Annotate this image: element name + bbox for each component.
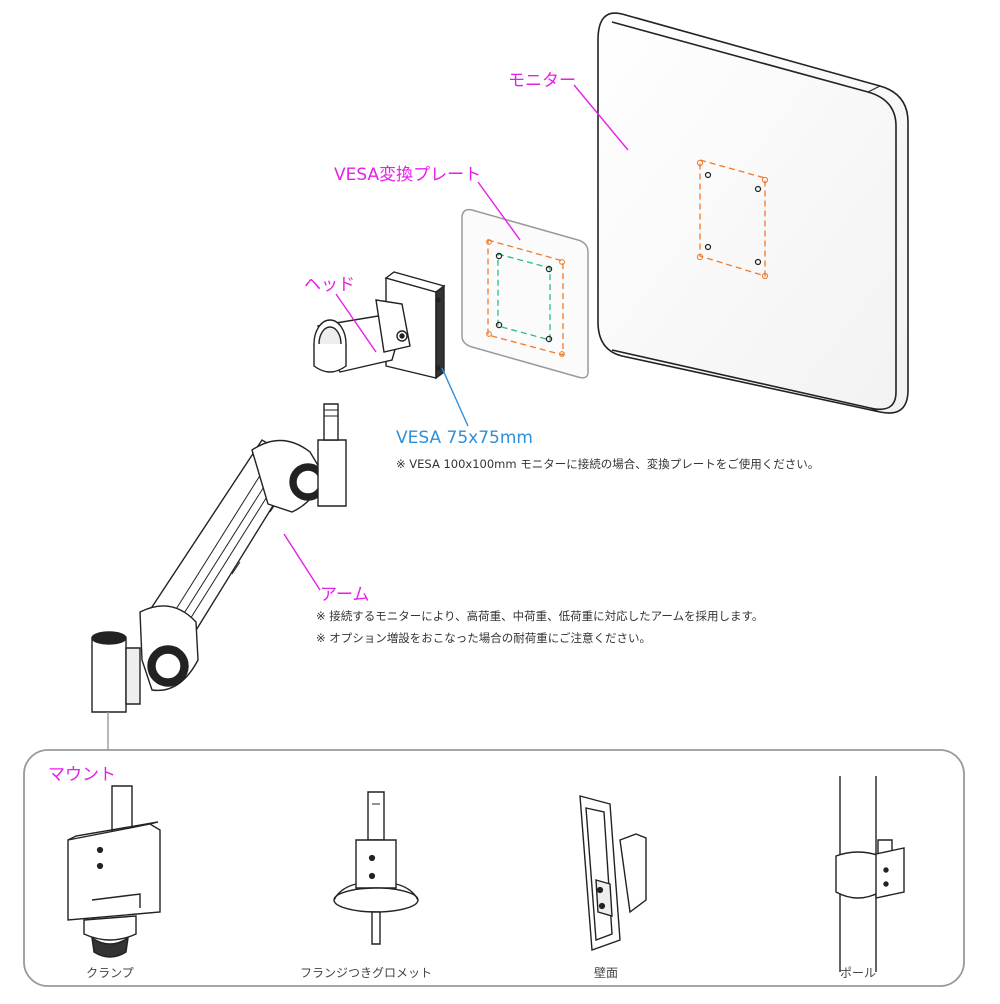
mount-caption-pole: ポール — [839, 966, 876, 980]
mount-caption-grommet: フランジつきグロメット — [299, 966, 432, 980]
monitor-label: モニター — [508, 71, 576, 91]
vesa-size-label: VESA 75x75mm — [396, 428, 533, 448]
leader-lines — [107, 84, 629, 750]
vesa-note: ※ VESA 100x100mm モニターに接続の場合、変換プレートをご使用くだ… — [396, 457, 820, 471]
mount-options-frame — [23, 749, 965, 987]
mount-label: マウント — [48, 765, 116, 785]
wall-mount-illustration — [579, 795, 647, 951]
monitor-vesa100-pattern — [696, 159, 769, 280]
clamp-mount-illustration — [67, 785, 161, 958]
vesa-conversion-plate — [461, 208, 589, 379]
head-label: ヘッド — [304, 275, 355, 295]
head-illustration — [313, 271, 446, 380]
pole-mount-illustration — [835, 776, 905, 972]
arm-label: アーム — [320, 585, 370, 605]
arm-note-2: ※ オプション増設をおこなった場合の耐荷重にご注意ください。 — [316, 631, 652, 645]
vesa-plate-label: VESA変換プレート — [334, 165, 482, 185]
mount-caption-wall: 壁面 — [593, 966, 618, 980]
mount-caption-clamp: クランプ — [86, 966, 134, 980]
flange-grommet-illustration — [333, 791, 419, 945]
arm-note-1: ※ 接続するモニターにより、高荷重、中荷重、低荷重に対応したアームを採用します。 — [316, 609, 764, 623]
arm-illustration — [91, 403, 347, 713]
monitor-illustration — [597, 12, 909, 414]
